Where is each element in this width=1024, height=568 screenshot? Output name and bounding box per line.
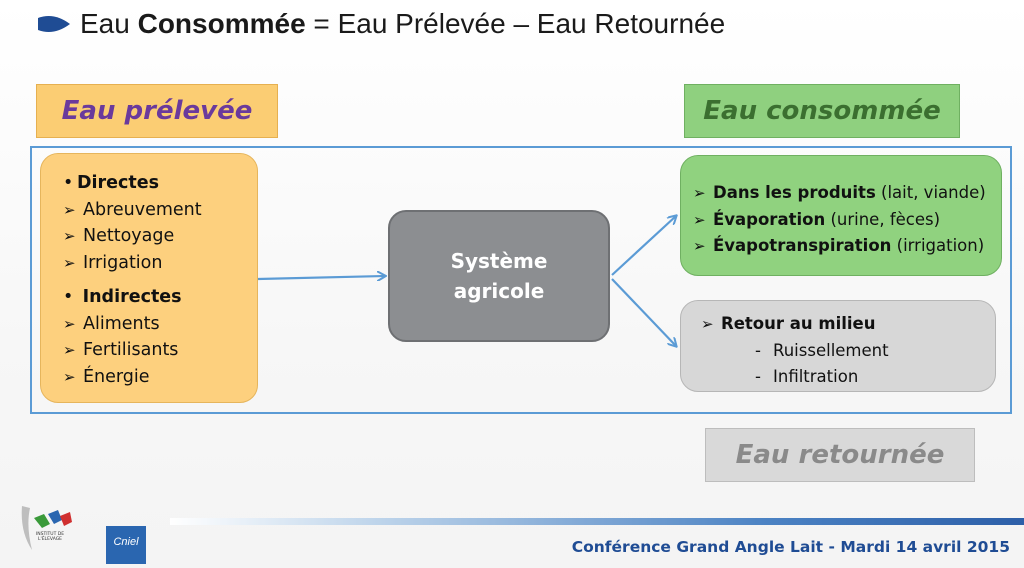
institut-logo-text: INSTITUT DE L'ÉLEVAGE xyxy=(35,532,65,542)
list-item: ➢Nettoyage xyxy=(63,223,257,250)
list-item: -Ruissellement xyxy=(755,340,889,360)
arrow-bullet-icon: ➢ xyxy=(63,314,76,333)
label-eau-retournee: Eau retournée xyxy=(705,428,975,482)
list-item: ➢Aliments xyxy=(63,311,257,338)
arrow-to-returned xyxy=(611,278,676,346)
center-line2: agricole xyxy=(453,279,545,303)
arrow-bullet-icon: ➢ xyxy=(63,367,76,386)
systeme-agricole-box: Système agricole xyxy=(388,210,610,342)
arrow-bullet-icon: ➢ xyxy=(63,200,76,219)
arrow-bullet-icon: ➢ xyxy=(693,184,706,202)
list-item: ➢Fertilisants xyxy=(63,337,257,364)
arrow-bullet-icon: ➢ xyxy=(701,315,714,333)
cniel-logo-text: Cniel xyxy=(113,536,139,548)
arrow-bullet-icon: ➢ xyxy=(63,341,76,359)
list-item: ➢Évapotranspiration (irrigation) xyxy=(693,233,1001,260)
footer-gradient-bar xyxy=(170,518,1024,525)
label-eau-consommee: Eau consommée xyxy=(684,84,960,138)
list-item: -Infiltration xyxy=(755,367,859,386)
arrow-bullet-icon: ➢ xyxy=(63,253,76,272)
system-frame xyxy=(30,146,1012,414)
list-item: ➢Irrigation xyxy=(63,250,257,277)
slide-title: Eau Consommée = Eau Prélevée – Eau Retou… xyxy=(80,8,726,39)
list-item: ➢Énergie xyxy=(63,364,257,391)
list-item: ➢Abreuvement xyxy=(63,197,257,224)
center-line1: Système xyxy=(450,249,548,273)
arrow-bullet-icon: ➢ xyxy=(63,227,76,245)
indirectes-heading: • Indirectes xyxy=(63,287,182,307)
arrow-to-consumed xyxy=(611,216,676,276)
cniel-logo: Cniel xyxy=(106,526,146,564)
arrow-to-system xyxy=(257,276,385,279)
arrow-bullet-icon: ➢ xyxy=(693,210,706,229)
footer-conference: Conférence Grand Angle Lait - Mardi 14 a… xyxy=(571,538,1010,556)
directes-heading: •Directes xyxy=(63,173,160,193)
list-item: ➢Évaporation (urine, fèces) xyxy=(693,207,1001,234)
retour-heading: ➢Retour au milieu xyxy=(701,311,995,338)
arrow-bullet-icon: ➢ xyxy=(693,237,706,255)
institut-elevage-logo xyxy=(21,506,72,550)
list-item: ➢Dans les produits (lait, viande) xyxy=(693,180,1001,207)
label-eau-prelevee: Eau prélevée xyxy=(36,84,278,138)
consumed-box: ➢Dans les produits (lait, viande) ➢Évapo… xyxy=(680,155,1002,276)
title-marker-icon xyxy=(38,16,70,32)
sources-box: •Directes ➢Abreuvement ➢Nettoyage ➢Irrig… xyxy=(40,153,258,403)
returned-box: ➢Retour au milieu -Ruissellement -Infilt… xyxy=(680,300,996,392)
